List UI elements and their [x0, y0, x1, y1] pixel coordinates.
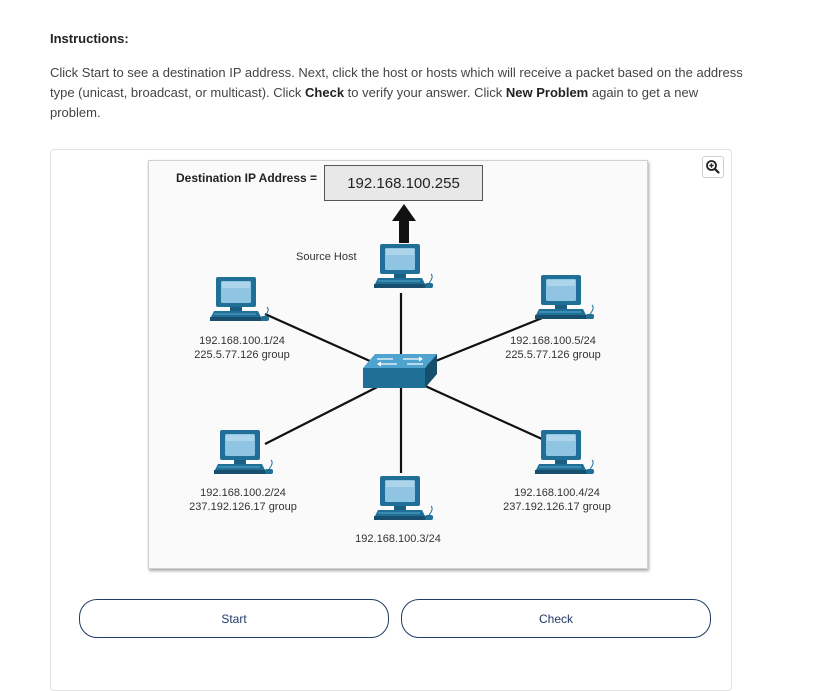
host-1-label: 192.168.100.1/24 225.5.77.126 group: [172, 334, 312, 362]
instructions-part3: again to get a new problem.: [50, 85, 699, 120]
instructions-heading: Instructions:: [50, 31, 129, 46]
instructions-part2: to verify your answer. Click: [344, 85, 506, 100]
switch-icon: [363, 354, 437, 388]
instructions-check-word: Check: [305, 85, 345, 100]
host-5-ip: 192.168.100.5/24: [510, 335, 596, 347]
host-2-computer-icon[interactable]: [213, 429, 274, 475]
instructions-text: Click Start to see a destination IP addr…: [50, 63, 750, 123]
host-2-group: 237.192.126.17 group: [189, 501, 297, 513]
host-3-label: 192.168.100.3/24: [328, 532, 468, 546]
host-4-label: 192.168.100.4/24 237.192.126.17 group: [482, 486, 632, 514]
source-host-computer-icon[interactable]: [373, 243, 434, 289]
host-5-group: 225.5.77.126 group: [505, 349, 601, 361]
source-host-label: Source Host: [296, 251, 357, 263]
network-diagram: [148, 160, 648, 569]
up-arrow-icon: [392, 204, 416, 243]
destination-ip-label: Destination IP Address =: [176, 171, 318, 185]
start-button[interactable]: Start: [79, 599, 389, 638]
host-5-label: 192.168.100.5/24 225.5.77.126 group: [483, 334, 623, 362]
destination-ip-box: 192.168.100.255: [324, 165, 483, 201]
host-1-computer-icon[interactable]: [209, 276, 270, 322]
zoom-in-icon[interactable]: [702, 156, 724, 178]
host-3-ip: 192.168.100.3/24: [355, 533, 441, 545]
host-1-ip: 192.168.100.1/24: [199, 335, 285, 347]
host-2-ip: 192.168.100.2/24: [200, 487, 286, 499]
host-2-label: 192.168.100.2/24 237.192.126.17 group: [168, 486, 318, 514]
host-4-computer-icon[interactable]: [534, 429, 595, 475]
instructions-part1: Click Start to see a destination IP addr…: [50, 65, 743, 100]
check-button[interactable]: Check: [401, 599, 711, 638]
host-4-group: 237.192.126.17 group: [503, 501, 611, 513]
host-1-group: 225.5.77.126 group: [194, 349, 290, 361]
host-5-computer-icon[interactable]: [534, 274, 595, 320]
instructions-new-problem-word: New Problem: [505, 85, 589, 100]
host-4-ip: 192.168.100.4/24: [514, 487, 600, 499]
host-3-computer-icon[interactable]: [373, 475, 434, 521]
